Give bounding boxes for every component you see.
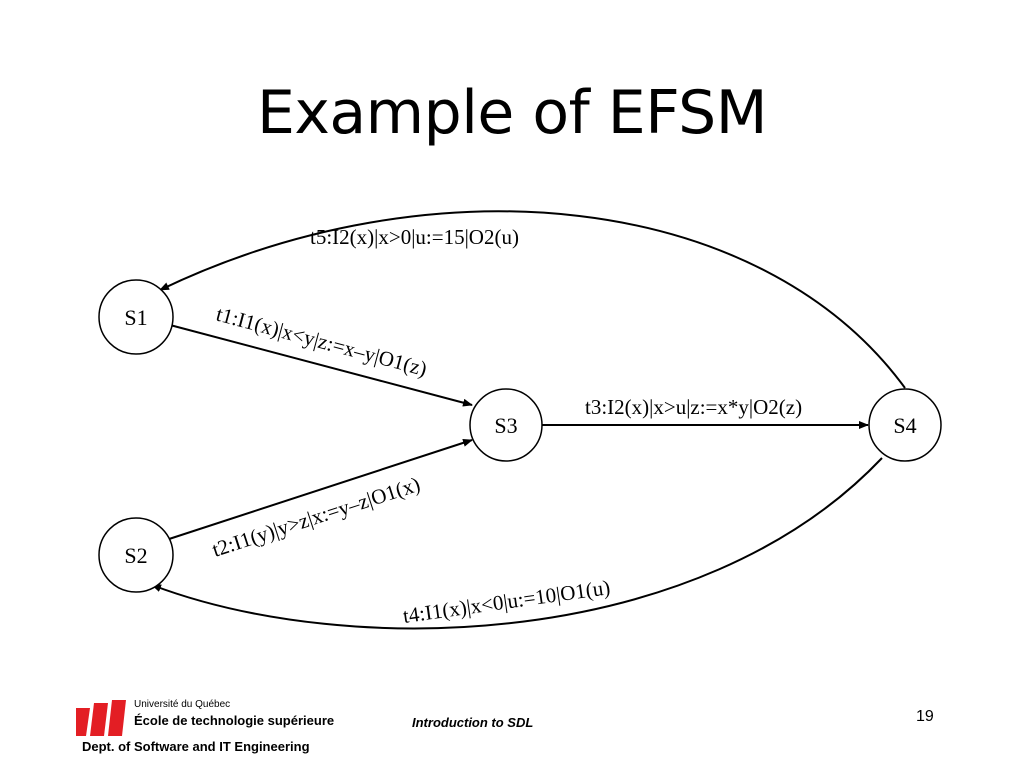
state-s2-label: S2 (124, 543, 147, 568)
ets-logo (76, 700, 126, 736)
transition-t2-arrow (165, 438, 473, 541)
state-s2 (98, 517, 174, 593)
state-s4-label: S4 (893, 413, 916, 438)
transition-t5-arrow (159, 210, 906, 389)
transition-t1-label: t1:I1(x)|x<y|z:=x–y|O1(z) (214, 302, 430, 381)
transition-t4-arrow (151, 457, 883, 630)
page-number: 19 (916, 708, 934, 725)
efsm-diagram: S1 S2 S3 S4 t5:I2(x)|x>0|u:=15|O2(u) t1:… (98, 210, 942, 630)
state-s1 (98, 279, 174, 355)
state-s1-label: S1 (124, 305, 147, 330)
university-name: Université du Québec (134, 699, 231, 710)
state-s3-label: S3 (494, 413, 517, 438)
department-name: Dept. of Software and IT Engineering (82, 739, 310, 754)
slide-title: Example of EFSM (257, 78, 768, 148)
transition-t4-label: t4:I1(x)|x<0|u:=10|O1(u) (401, 575, 611, 628)
course-title: Introduction to SDL (412, 715, 534, 730)
transition-t2-label: t2:I1(y)|y>z|x:=y–z|O1(x) (209, 472, 423, 562)
transition-t3-label: t3:I2(x)|x>u|z:=x*y|O2(z) (585, 395, 802, 419)
state-s3 (469, 388, 543, 462)
school-name: École de technologie supérieure (134, 713, 335, 728)
transition-t1-arrow (169, 324, 473, 407)
state-s4 (868, 388, 942, 462)
transition-t5-label: t5:I2(x)|x>0|u:=15|O2(u) (310, 225, 519, 249)
